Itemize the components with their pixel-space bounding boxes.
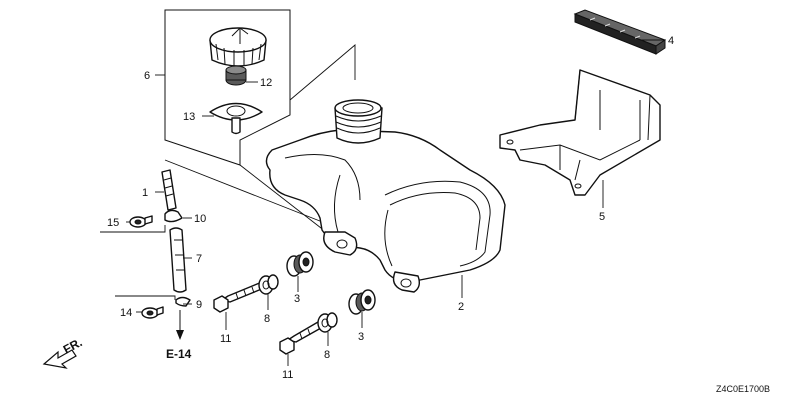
tank-bracket[interactable] xyxy=(499,69,661,196)
callout-leaders xyxy=(126,39,664,366)
cap-group-frame xyxy=(164,9,291,166)
fuel-tank[interactable] xyxy=(265,99,506,293)
callout-12: 12 xyxy=(260,77,272,89)
clip-9[interactable] xyxy=(175,296,191,307)
joint-tube[interactable] xyxy=(161,169,177,211)
clip-14[interactable] xyxy=(141,306,164,319)
cap-leader-2 xyxy=(239,164,331,236)
fuel-hose[interactable] xyxy=(169,227,187,293)
front-arrow-icon xyxy=(42,349,77,369)
e14-arrow xyxy=(176,310,184,340)
fuel-cap[interactable] xyxy=(209,27,267,67)
cap-gasket[interactable] xyxy=(225,65,247,86)
bolt-11b[interactable] xyxy=(279,321,322,355)
callout-14: 14 xyxy=(120,307,132,319)
callout-10: 10 xyxy=(194,213,206,225)
callout-4: 4 xyxy=(668,35,674,47)
strainer[interactable] xyxy=(209,102,263,135)
callout-3a: 3 xyxy=(294,293,300,305)
rubber-pad[interactable] xyxy=(573,9,667,55)
front-label: FR. xyxy=(61,335,85,356)
callout-8b: 8 xyxy=(324,349,330,361)
callout-11b: 11 xyxy=(282,369,293,381)
grommet-3b[interactable] xyxy=(348,289,376,315)
clip-10[interactable] xyxy=(164,209,183,223)
bolt-11a[interactable] xyxy=(213,281,265,313)
callout-6: 6 xyxy=(144,70,150,82)
clip-15-frame xyxy=(100,225,166,233)
cap-leader-1 xyxy=(289,44,356,101)
reference-e14: E-14 xyxy=(166,347,192,361)
collar-8b[interactable] xyxy=(317,312,338,333)
collar-8a[interactable] xyxy=(258,274,279,295)
clip-15[interactable] xyxy=(129,215,153,228)
fuel-cap-group xyxy=(155,9,291,166)
diagram-code: Z4C0E1700B xyxy=(716,384,770,394)
front-marker: FR. xyxy=(42,335,85,369)
callout-3b: 3 xyxy=(358,331,364,343)
callout-8a: 8 xyxy=(264,313,270,325)
callout-1: 1 xyxy=(142,187,148,199)
callout-9: 9 xyxy=(196,299,202,311)
callout-2: 2 xyxy=(458,301,464,313)
callout-13: 13 xyxy=(183,111,195,123)
callout-15: 15 xyxy=(107,217,119,229)
clip-14-frame xyxy=(115,295,176,300)
callout-7: 7 xyxy=(196,253,202,265)
hose-leader xyxy=(164,159,331,226)
grommet-3a[interactable] xyxy=(286,251,314,277)
callout-labels: 1 2 3 3 4 5 6 7 8 8 9 10 11 11 12 13 14 … xyxy=(107,35,674,381)
callout-5: 5 xyxy=(599,211,605,223)
callout-11a: 11 xyxy=(220,333,231,345)
